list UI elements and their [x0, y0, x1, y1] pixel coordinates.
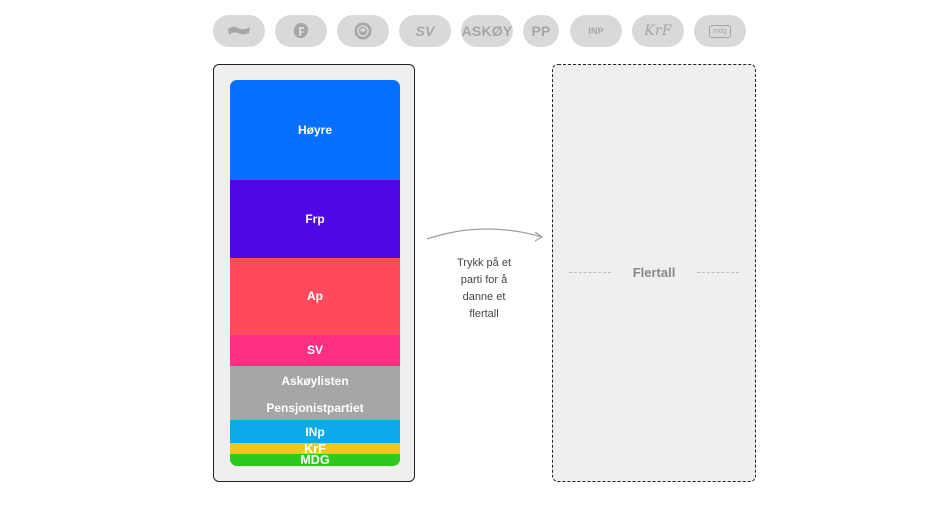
- party-segment-label: MDG: [300, 453, 330, 466]
- ap-rose-logo-icon: [354, 22, 372, 40]
- party-segment-label: Pensjonistpartiet: [266, 401, 364, 416]
- party-segment-label: Høyre: [297, 123, 332, 138]
- hoyre-logo-icon: [228, 26, 250, 35]
- party-segment-label: SV: [306, 343, 323, 358]
- party-segment-label: Frp: [305, 212, 325, 227]
- party-segment-label: Ap: [307, 289, 323, 304]
- majority-line-right: [697, 272, 739, 273]
- krf-logo-button[interactable]: KrF: [632, 15, 684, 47]
- party-segment[interactable]: Askøylisten: [230, 365, 400, 397]
- party-segment-label: KrF: [304, 441, 326, 456]
- instruction-text: Trykk på et parti for å danne et flertal…: [457, 257, 511, 320]
- party-segment-label: Askøylisten: [281, 374, 349, 389]
- party-segment[interactable]: SV: [230, 334, 400, 367]
- party-segment[interactable]: Frp: [230, 180, 400, 259]
- party-segment[interactable]: Ap: [230, 257, 400, 336]
- majority-label: Flertall: [632, 265, 676, 280]
- party-segment[interactable]: Pensjonistpartiet: [230, 396, 400, 421]
- party-segment[interactable]: INp: [230, 419, 400, 444]
- mdg-logo-button[interactable]: mdg: [694, 15, 746, 47]
- mdg-logo-icon: mdg: [708, 24, 732, 38]
- frp-logo-icon: [293, 23, 309, 39]
- hoyre-logo-button[interactable]: [213, 15, 265, 47]
- sv-logo-button[interactable]: SV: [399, 15, 451, 47]
- askoylisten-logo-button[interactable]: ASKØY: [461, 15, 513, 47]
- majority-dropzone[interactable]: Flertall: [552, 64, 756, 482]
- party-segment[interactable]: KrF: [230, 441, 400, 456]
- inp-logo-button[interactable]: INP: [570, 15, 622, 47]
- pensjonistpartiet-logo-button[interactable]: PP: [523, 15, 559, 47]
- askoylisten-logo-icon: ASKØY: [461, 23, 513, 39]
- ap-logo-button[interactable]: [337, 15, 389, 47]
- frp-logo-button[interactable]: [275, 15, 327, 47]
- party-segment[interactable]: Høyre: [230, 80, 400, 181]
- party-segment-label: INp: [305, 424, 325, 439]
- party-segment[interactable]: MDG: [230, 454, 400, 466]
- instruction-hint: Trykk på et parti for å danne et flertal…: [425, 222, 547, 332]
- majority-line-left: [569, 272, 611, 273]
- inp-logo-icon: INP: [588, 26, 604, 36]
- sv-logo-icon: SV: [415, 23, 435, 39]
- party-logo-row: SV ASKØY PP INP KrF mdg: [213, 15, 746, 47]
- krf-logo-icon: KrF: [644, 23, 672, 39]
- pensjonistpartiet-logo-icon: PP: [531, 23, 551, 39]
- arrow-right-icon: [426, 228, 544, 242]
